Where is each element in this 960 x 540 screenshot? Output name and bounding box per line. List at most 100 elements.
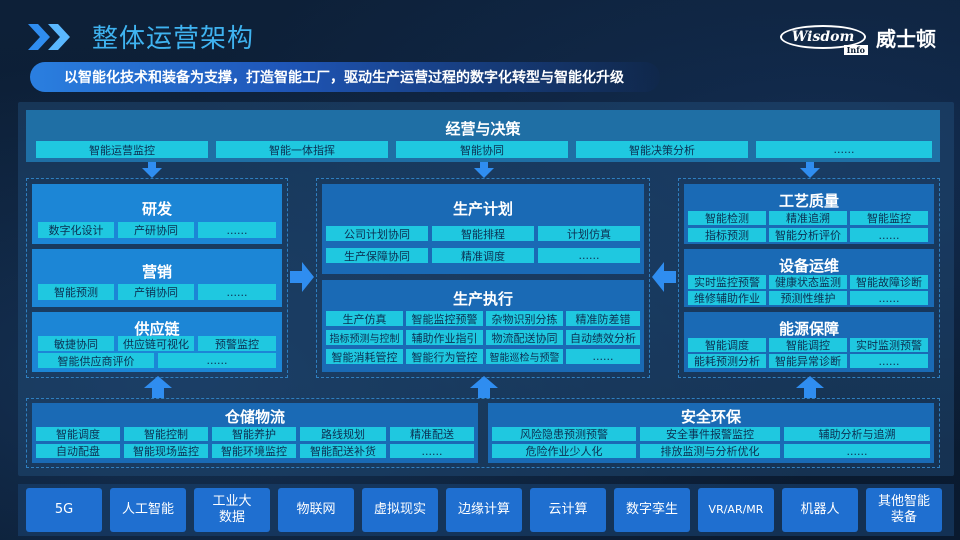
tech-item: 其他智能装备: [866, 488, 942, 532]
quality-item: 智能监控: [850, 211, 928, 225]
equipment-title: 设备运维: [778, 257, 839, 275]
marketing-title: 营销: [141, 263, 172, 281]
decision-item: 智能运营监控: [36, 141, 208, 158]
plan-item: 计划仿真: [538, 226, 640, 241]
energy-item: 智能调度: [688, 338, 766, 352]
equipment-item: ......: [850, 291, 928, 305]
warehouse-item: ......: [390, 444, 474, 458]
chevron-icon: [28, 24, 70, 50]
rd-item: ......: [198, 222, 276, 238]
safety-item: 安全事件报警监控: [640, 427, 780, 441]
supply-item: 预警监控: [198, 336, 276, 351]
exec-item: 自动绩效分析: [566, 330, 640, 345]
warehouse-item: 智能调度: [36, 427, 120, 441]
safety-item: 排放监测与分析优化: [640, 444, 780, 458]
exec-item: 智能巡检与预警: [486, 349, 563, 364]
supply-item: ......: [158, 353, 276, 368]
page-title: 整体运营架构: [92, 24, 255, 54]
warehouse-title: 仓储物流: [224, 408, 285, 426]
quality-item: ......: [850, 228, 928, 242]
plan-title: 生产计划: [452, 200, 513, 218]
warehouse-item: 智能环境监控: [212, 444, 296, 458]
exec-item: 生产仿真: [326, 311, 403, 326]
arrow-down-icon: [474, 162, 494, 178]
warehouse-item: 智能现场监控: [124, 444, 208, 458]
rd-title: 研发: [141, 200, 172, 218]
energy-item: 智能调控: [769, 338, 847, 352]
decision-item: ......: [756, 141, 932, 158]
safety-item: 辅助分析与追溯: [784, 427, 930, 441]
exec-item: 辅助作业指引: [406, 330, 483, 345]
tech-item: VR/AR/MR: [698, 488, 774, 532]
supply-item: 供应链可视化: [118, 336, 194, 351]
rd-item: 产研协同: [118, 222, 194, 238]
exec-item: 指标预测与控制: [326, 330, 403, 345]
supply-title: 供应链: [134, 320, 180, 338]
plan-item: 精准调度: [432, 248, 534, 263]
subtitle-banner: 以智能化技术和装备为支撑，打造智能工厂，驱动生产运营过程的数字化转型与智能化升级: [30, 62, 660, 92]
energy-item: 能耗预测分析: [688, 354, 766, 368]
energy-item: 智能异常诊断: [769, 354, 847, 368]
rd-item: 数字化设计: [38, 222, 114, 238]
warehouse-item: 路线规划: [300, 427, 386, 441]
marketing-item: ......: [198, 284, 276, 300]
arrow-up-icon: [144, 376, 172, 398]
tech-item: 虚拟现实: [362, 488, 438, 532]
bottom-group: [26, 398, 940, 468]
equipment-item: 健康状态监测: [769, 275, 847, 289]
equipment-item: 智能故障诊断: [850, 275, 928, 289]
tech-item: 机器人: [782, 488, 858, 532]
quality-item: 指标预测: [688, 228, 766, 242]
warehouse-item: 自动配盘: [36, 444, 120, 458]
safety-item: 风险隐患预测预警: [492, 427, 636, 441]
exec-item: 智能行为管控: [406, 349, 483, 364]
tech-item: 边缘计算: [446, 488, 522, 532]
exec-item: 物流配送协同: [486, 330, 563, 345]
tech-item: 5G: [26, 488, 102, 532]
exec-item: 杂物识别分拣: [486, 311, 563, 326]
quality-item: 精准追溯: [769, 211, 847, 225]
exec-item: ......: [566, 349, 640, 364]
marketing-item: 产销协同: [118, 284, 194, 300]
tech-item: 云计算: [530, 488, 606, 532]
decision-item: 智能协同: [396, 141, 568, 158]
plan-item: ......: [538, 248, 640, 263]
exec-item: 智能监控预警: [406, 311, 483, 326]
safety-item: 危险作业少人化: [492, 444, 636, 458]
exec-title: 生产执行: [452, 290, 513, 308]
decision-title: 经营与决策: [445, 120, 521, 138]
exec-item: 智能消耗管控: [326, 349, 403, 364]
plan-item: 生产保障协同: [326, 248, 428, 263]
equipment-item: 预测性维护: [769, 291, 847, 305]
warehouse-item: 智能控制: [124, 427, 208, 441]
quality-item: 智能检测: [688, 211, 766, 225]
decision-item: 智能决策分析: [576, 141, 748, 158]
tech-item: 人工智能: [110, 488, 186, 532]
tech-item: 物联网: [278, 488, 354, 532]
decision-item: 智能一体指挥: [216, 141, 388, 158]
equipment-item: 实时监控预警: [688, 275, 766, 289]
tech-item: 数字孪生: [614, 488, 690, 532]
warehouse-item: 智能养护: [212, 427, 296, 441]
safety-title: 安全环保: [680, 408, 741, 426]
arrow-up-icon: [796, 376, 824, 398]
company-logo: Wisdom Info 威士顿: [780, 20, 936, 55]
exec-item: 精准防差错: [566, 311, 640, 326]
warehouse-item: 精准配送: [390, 427, 474, 441]
marketing-item: 智能预测: [38, 284, 114, 300]
warehouse-item: 智能配送补货: [300, 444, 386, 458]
energy-title: 能源保障: [778, 320, 839, 338]
tech-item: 工业大数据: [194, 488, 270, 532]
supply-item: 智能供应商评价: [38, 353, 154, 368]
supply-item: 敏捷协同: [38, 336, 114, 351]
quality-title: 工艺质量: [778, 192, 839, 210]
energy-item: ......: [850, 354, 928, 368]
arrow-down-icon: [142, 162, 162, 178]
plan-item: 智能排程: [432, 226, 534, 241]
plan-item: 公司计划协同: [326, 226, 428, 241]
arrow-right-icon: [290, 262, 314, 292]
safety-item: ......: [784, 444, 930, 458]
energy-item: 实时监测预警: [850, 338, 928, 352]
arrow-left-icon: [652, 262, 676, 292]
equipment-item: 维修辅助作业: [688, 291, 766, 305]
